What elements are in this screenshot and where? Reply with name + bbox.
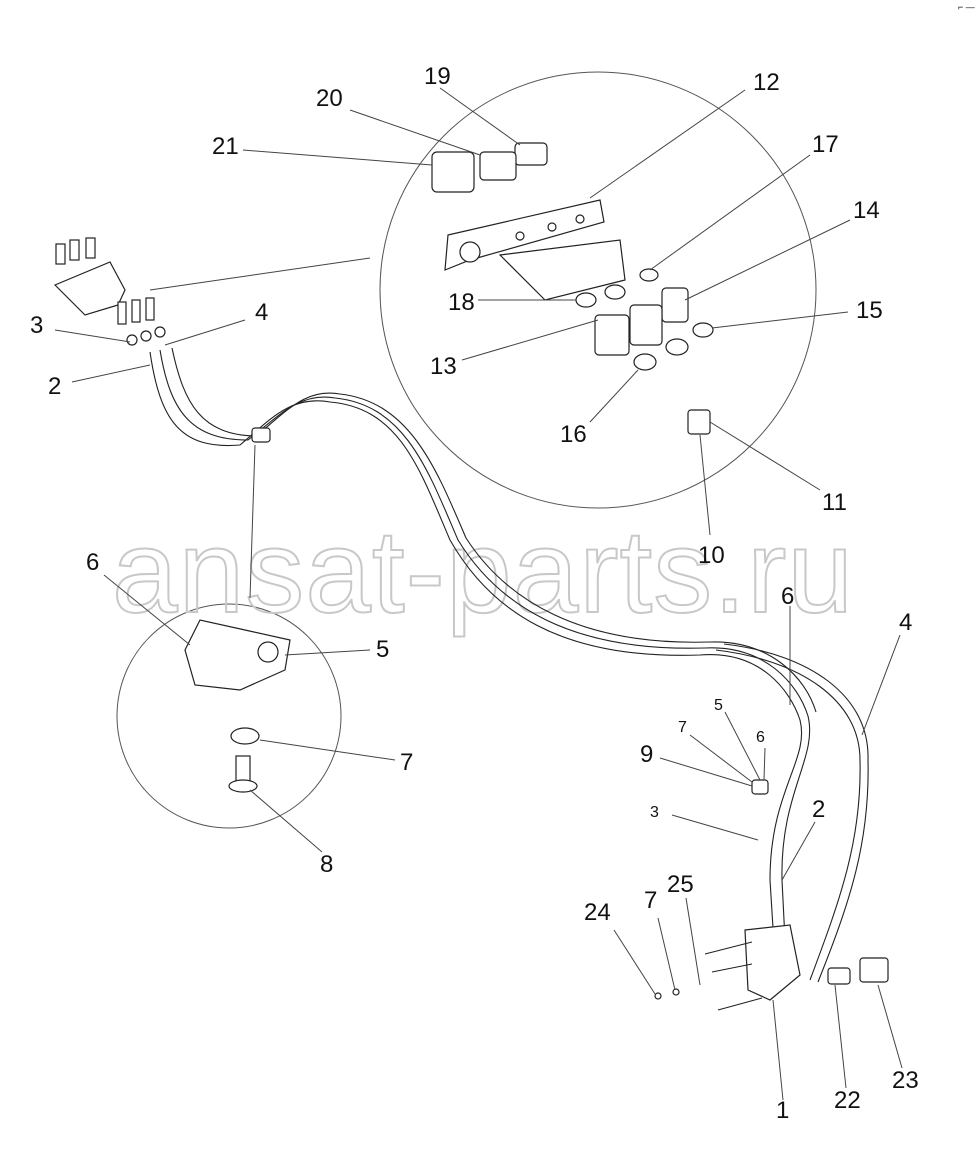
washer-15: [692, 322, 714, 338]
callout-13: 13: [430, 353, 457, 380]
callout-25: 25: [667, 871, 694, 898]
valve-block-1: [744, 924, 801, 1001]
callout-5b: 5: [714, 697, 723, 714]
hose-clamp-lower: [751, 779, 769, 795]
plug-11: [687, 409, 711, 435]
callout-15: 15: [856, 297, 883, 324]
callout-16: 16: [560, 421, 587, 448]
callout-23: 23: [892, 1067, 919, 1094]
callout-20: 20: [316, 85, 343, 112]
callout-18: 18: [448, 289, 475, 316]
leader-lines: [54, 87, 903, 1101]
callout-19: 19: [424, 63, 451, 90]
callout-4a: 4: [255, 299, 268, 326]
detail-circle-lower: [116, 603, 342, 829]
callout-12: 12: [753, 69, 780, 96]
callout-9: 9: [640, 741, 653, 768]
callout-numbers: 19 20 21 12 17 14 15 18 13 16 11 10 3 4 …: [30, 63, 919, 1124]
callout-14: 14: [853, 197, 880, 224]
hose-assembly: [149, 347, 869, 983]
valve-bracket-top-left: [53, 237, 166, 346]
callout-8: 8: [320, 851, 333, 878]
callout-11: 11: [822, 489, 847, 516]
callout-24: 24: [584, 899, 611, 926]
fitting-21: [431, 151, 475, 193]
callout-7c: 7: [644, 887, 657, 914]
washer-16b: [665, 338, 689, 356]
fitting-19: [514, 142, 548, 166]
detail-circle-upper: [379, 71, 817, 509]
callout-10: 10: [698, 542, 725, 569]
callout-21: 21: [212, 133, 239, 160]
corner-mark: ⌐ —: [958, 2, 975, 12]
adapter-14: [661, 287, 689, 323]
adapter-13b: [629, 304, 663, 346]
washer-17: [639, 268, 659, 282]
fitting-20: [479, 151, 517, 181]
watermark: ansat-parts.ru: [112, 506, 854, 638]
callout-2a: 2: [48, 373, 61, 400]
washer-18b: [604, 284, 626, 300]
callout-5a: 5: [376, 636, 389, 663]
adapter-13a: [594, 314, 630, 356]
callout-6a: 6: [86, 549, 99, 576]
callout-22: 22: [834, 1087, 861, 1114]
callout-4b: 4: [899, 609, 912, 636]
callout-2b: 2: [812, 796, 825, 823]
callout-3a: 3: [30, 312, 43, 339]
callout-1: 1: [776, 1097, 789, 1124]
washer-16a: [633, 353, 657, 371]
callout-7a: 7: [400, 749, 413, 776]
hose-clamp-upper: [251, 427, 271, 443]
washer-7: [230, 727, 260, 745]
callout-17: 17: [812, 131, 839, 158]
bolt-set-24-25: [654, 941, 763, 1011]
fitting-22: [827, 967, 851, 985]
bracket-12: [444, 199, 626, 301]
washer-18a: [575, 292, 597, 308]
callout-3b: 3: [650, 804, 659, 821]
fitting-23: [859, 957, 889, 983]
callout-7b: 7: [678, 719, 687, 736]
callout-6b: 6: [781, 583, 794, 610]
bolt-8: [228, 755, 258, 793]
callout-6c: 6: [756, 729, 765, 746]
